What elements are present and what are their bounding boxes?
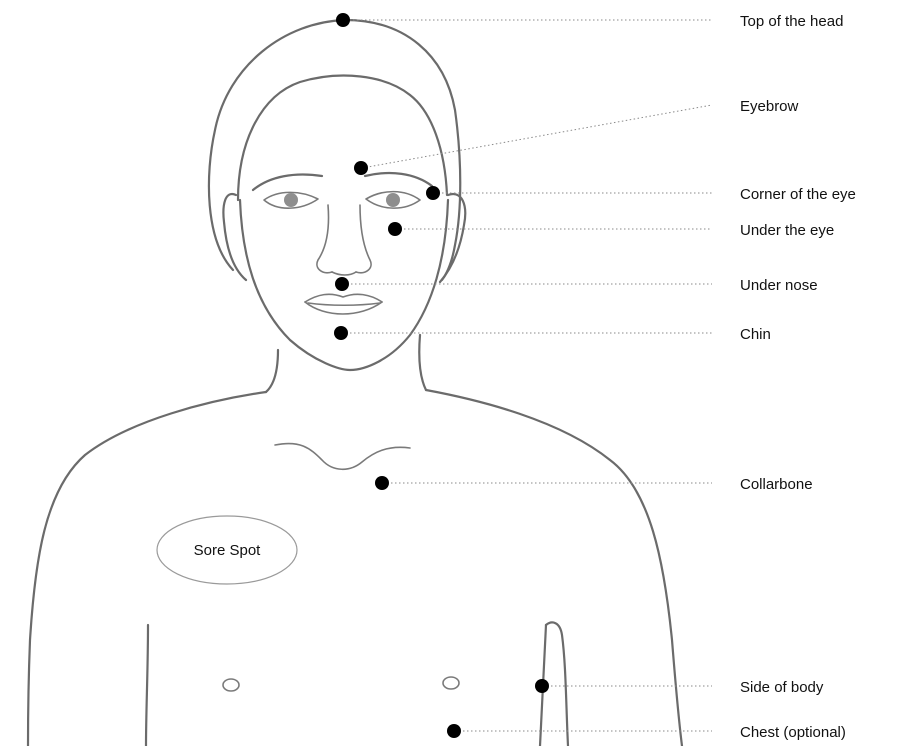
sore-spot-label: Sore Spot: [194, 542, 262, 559]
label-corner-of-eye: Corner of the eye: [740, 186, 856, 203]
point-eyebrow: Eyebrow: [354, 98, 799, 175]
point-top-of-head: Top of the head: [336, 13, 843, 30]
tapping-point-marker: [426, 186, 440, 200]
label-under-nose: Under nose: [740, 277, 818, 294]
body-figure: [28, 20, 682, 746]
point-under-eye: Under the eye: [388, 222, 834, 239]
tapping-point-marker: [336, 13, 350, 27]
point-chest: Chest (optional): [447, 724, 846, 741]
tapping-point-marker: [335, 277, 349, 291]
tapping-point-marker: [447, 724, 461, 738]
tapping-point-marker: [375, 476, 389, 490]
tapping-point-marker: [388, 222, 402, 236]
label-side-of-body: Side of body: [740, 679, 824, 696]
label-under-eye: Under the eye: [740, 222, 834, 239]
label-chin: Chin: [740, 326, 771, 343]
point-corner-of-eye: Corner of the eye: [426, 186, 856, 203]
label-chest: Chest (optional): [740, 724, 846, 741]
point-chin: Chin: [334, 326, 771, 343]
point-side-of-body: Side of body: [535, 679, 824, 696]
label-top-of-head: Top of the head: [740, 13, 843, 30]
label-collarbone: Collarbone: [740, 476, 813, 493]
label-eyebrow: Eyebrow: [740, 98, 799, 115]
point-collarbone: Collarbone: [375, 476, 813, 493]
sore-spot: Sore Spot: [157, 516, 297, 584]
point-under-nose: Under nose: [335, 277, 818, 294]
tapping-point-marker: [334, 326, 348, 340]
tapping-point-marker: [354, 161, 368, 175]
tapping-point-marker: [535, 679, 549, 693]
